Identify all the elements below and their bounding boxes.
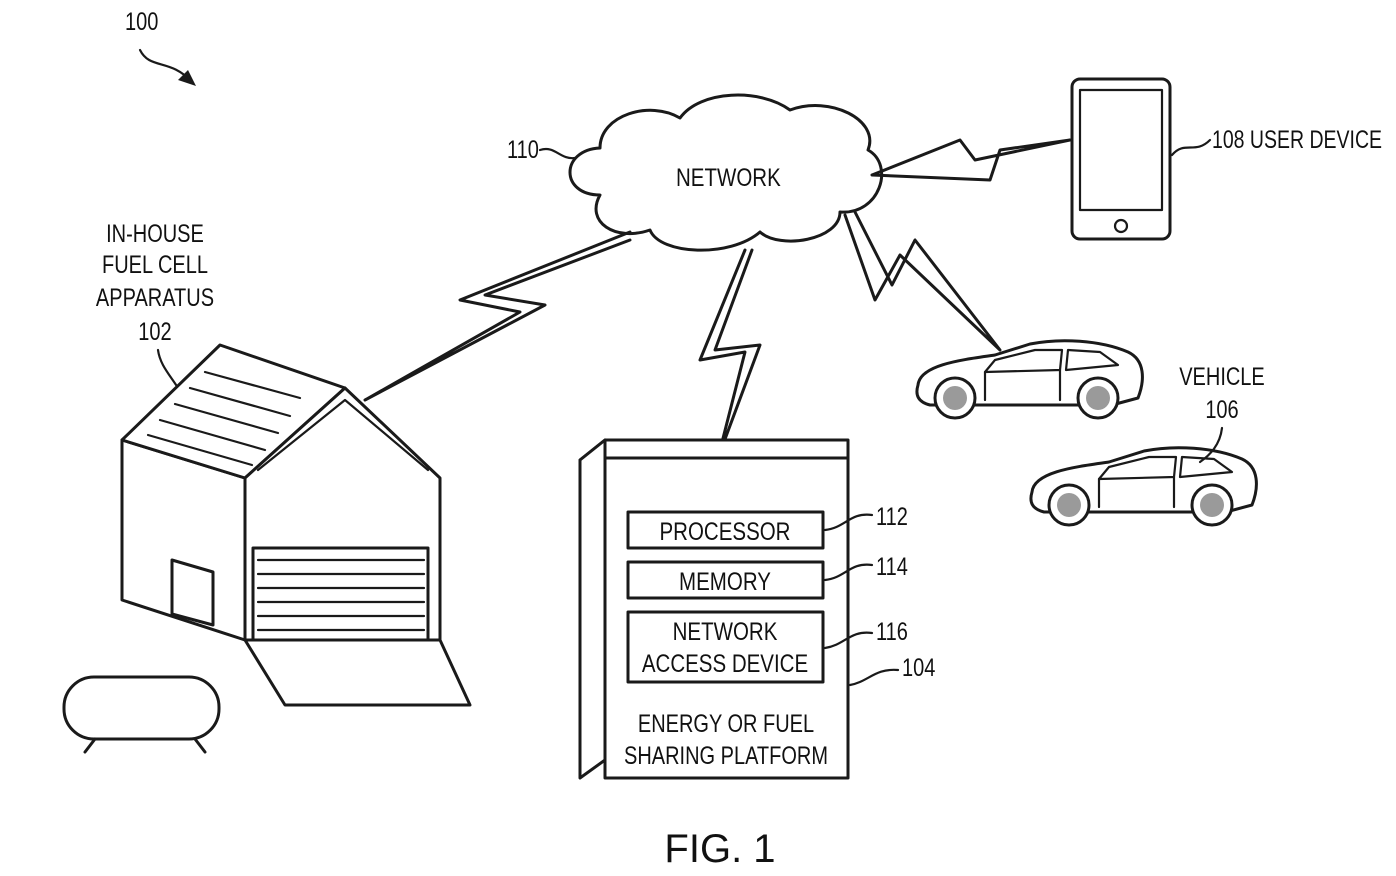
processor-ref-label: 112 — [876, 503, 908, 531]
fuel-cell-label-line3: APPARATUS — [96, 284, 214, 312]
network-access-label-line2: ACCESS DEVICE — [642, 649, 808, 677]
network-ref-leader — [538, 147, 577, 160]
platform-leader — [848, 668, 900, 687]
vehicle-leader — [1198, 426, 1224, 464]
link-network-vehicle — [843, 210, 1002, 352]
user-device-tablet — [1070, 77, 1172, 241]
house-illustration — [120, 343, 472, 707]
memory-box — [626, 560, 825, 600]
fuel-tank — [62, 675, 221, 754]
platform-ref-label: 104 — [902, 654, 935, 682]
fuel-cell-label-line1: IN-HOUSE — [106, 220, 204, 248]
processor-label: PROCESSOR — [660, 517, 791, 545]
user-device-leader — [1170, 138, 1212, 157]
memory-leader — [823, 563, 874, 582]
link-network-user-device — [870, 138, 1072, 182]
vehicle-car-1 — [915, 339, 1144, 420]
figure-caption: FIG. 1 — [664, 827, 775, 871]
network-ref-label: 110 — [507, 136, 539, 164]
platform-title-line1: ENERGY OR FUEL — [638, 710, 814, 738]
network-access-ref-label: 116 — [876, 618, 908, 646]
network-access-label-line1: NETWORK — [673, 617, 778, 645]
fuel-cell-ref-label: 102 — [138, 318, 171, 346]
platform-title-line2: SHARING PLATFORM — [624, 742, 828, 770]
figure-ref-label: 100 — [125, 8, 158, 36]
vehicle-car-2 — [1029, 446, 1258, 527]
link-network-fuel-cell — [363, 230, 632, 402]
memory-ref-label: 114 — [876, 553, 908, 581]
user-device-label: 108 USER DEVICE — [1212, 126, 1382, 154]
network-access-leader — [823, 631, 874, 650]
vehicle-ref-label: 106 — [1205, 396, 1238, 424]
fuel-cell-leader — [156, 348, 180, 390]
network-cloud — [568, 93, 884, 252]
processor-leader — [823, 513, 874, 532]
vehicle-label: VEHICLE — [1179, 363, 1265, 391]
processor-box — [626, 510, 825, 550]
fuel-cell-label-line2: FUEL CELL — [102, 251, 208, 279]
figure-ref-arrowhead — [178, 70, 196, 86]
link-network-platform — [698, 248, 762, 460]
network-label: NETWORK — [676, 163, 781, 191]
network-access-box — [626, 610, 825, 684]
memory-label: MEMORY — [679, 567, 771, 595]
